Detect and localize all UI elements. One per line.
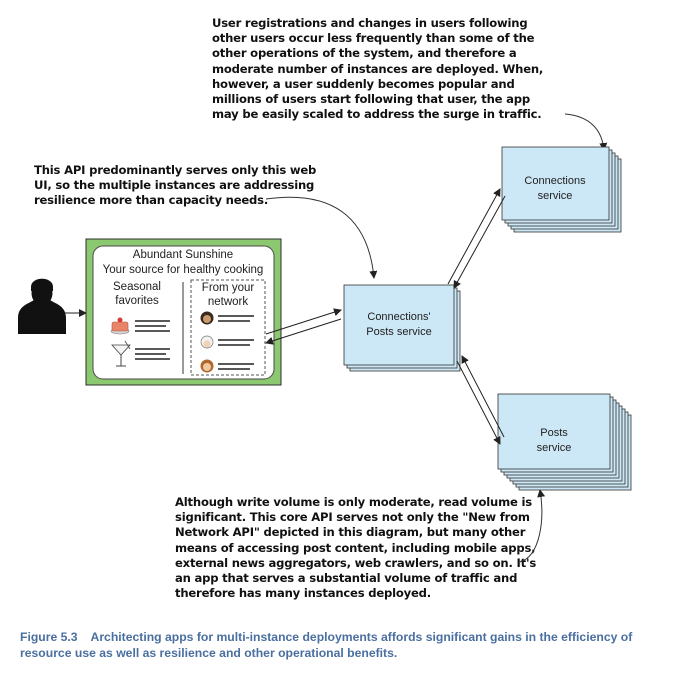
note-line: an app that serves a substantial volume …	[175, 571, 518, 586]
note-line: other operations of the system, and ther…	[212, 46, 517, 61]
note-line: may be easily scaled to address the surg…	[212, 107, 542, 122]
avatar-icon	[200, 311, 214, 325]
connections-service-stack: Connections service	[501, 146, 622, 233]
annotation-web-ui-api: This API predominantly serves only this …	[34, 163, 316, 209]
figure-caption: Figure 5.3 Architecting apps for multi-i…	[20, 629, 660, 661]
user-icon	[18, 278, 66, 334]
ui-subtitle: Your source for healthy cooking	[103, 264, 264, 276]
connposts-to-posts-arrow	[456, 360, 501, 445]
note-line: however, a user suddenly becomes popular…	[212, 76, 515, 91]
connposts-to-ui-arrow	[265, 318, 342, 345]
network-label-1: From your	[202, 282, 255, 294]
post-lines-2	[135, 348, 170, 360]
note-line: Although write volume is only moderate, …	[175, 495, 532, 509]
posts-label-2: service	[537, 442, 572, 454]
web-ui-panel: Abundant Sunshine Your source for health…	[85, 238, 282, 386]
post-lines-1	[135, 320, 170, 332]
note-line: User registrations and changes in users …	[212, 16, 528, 30]
connections-label-2: service	[538, 190, 573, 202]
callout-arrow-left	[265, 196, 378, 279]
connections-label-1: Connections	[524, 175, 586, 187]
figure-label: Figure 5.3	[20, 630, 78, 644]
avatar-icon	[200, 359, 214, 373]
annotation-posts-volume: Although write volume is only moderate, …	[175, 495, 536, 601]
callout-arrow-bottom	[519, 489, 546, 563]
connposts-to-connections-arrow	[447, 188, 501, 285]
seasonal-label-2: favorites	[115, 295, 159, 307]
network-label-2: network	[208, 296, 249, 308]
note-line: millions of users start following that u…	[212, 92, 530, 107]
seasonal-label-1: Seasonal	[113, 281, 161, 293]
callout-arrow-top	[564, 113, 608, 151]
note-line: Network API" depicted in this diagram, b…	[175, 525, 526, 540]
connections-to-connposts-arrow	[453, 195, 506, 289]
connections-posts-service-stack: Connections' Posts service	[343, 284, 461, 372]
note-line: therefore has many instances deployed.	[175, 586, 431, 601]
note-line: UI, so the multiple instances are addres…	[34, 178, 315, 193]
annotation-connections-scaling: User registrations and changes in users …	[212, 16, 543, 122]
posts-service-stack: Posts service	[497, 393, 632, 491]
ui-to-connposts-arrow	[265, 308, 342, 335]
from-your-network-section	[190, 279, 266, 376]
posts-label-1: Posts	[540, 427, 568, 439]
note-line: means of accessing post content, includi…	[175, 540, 536, 555]
network-post-lines-3	[218, 363, 254, 370]
connposts-label-2: Posts service	[366, 326, 431, 338]
posts-to-connposts-arrow	[461, 355, 505, 438]
note-line: other users occur less frequently than s…	[212, 31, 535, 46]
network-post-lines-1	[218, 315, 254, 322]
avatar-icon	[200, 335, 214, 349]
note-line: resilience more than capacity needs.	[34, 193, 269, 208]
figure-caption-text: Architecting apps for multi-instance dep…	[20, 630, 633, 660]
network-post-lines-2	[218, 339, 254, 346]
cake-icon	[110, 317, 130, 335]
ui-title: Abundant Sunshine	[133, 249, 233, 261]
note-line: significant. This core API serves not on…	[175, 510, 530, 525]
cocktail-icon	[111, 340, 131, 367]
note-line: moderate number of instances are deploye…	[212, 61, 544, 76]
note-line: external news aggregators, web crawlers,…	[175, 555, 537, 570]
connposts-label-1: Connections'	[367, 311, 430, 323]
note-line: This API predominantly serves only this …	[34, 163, 317, 177]
